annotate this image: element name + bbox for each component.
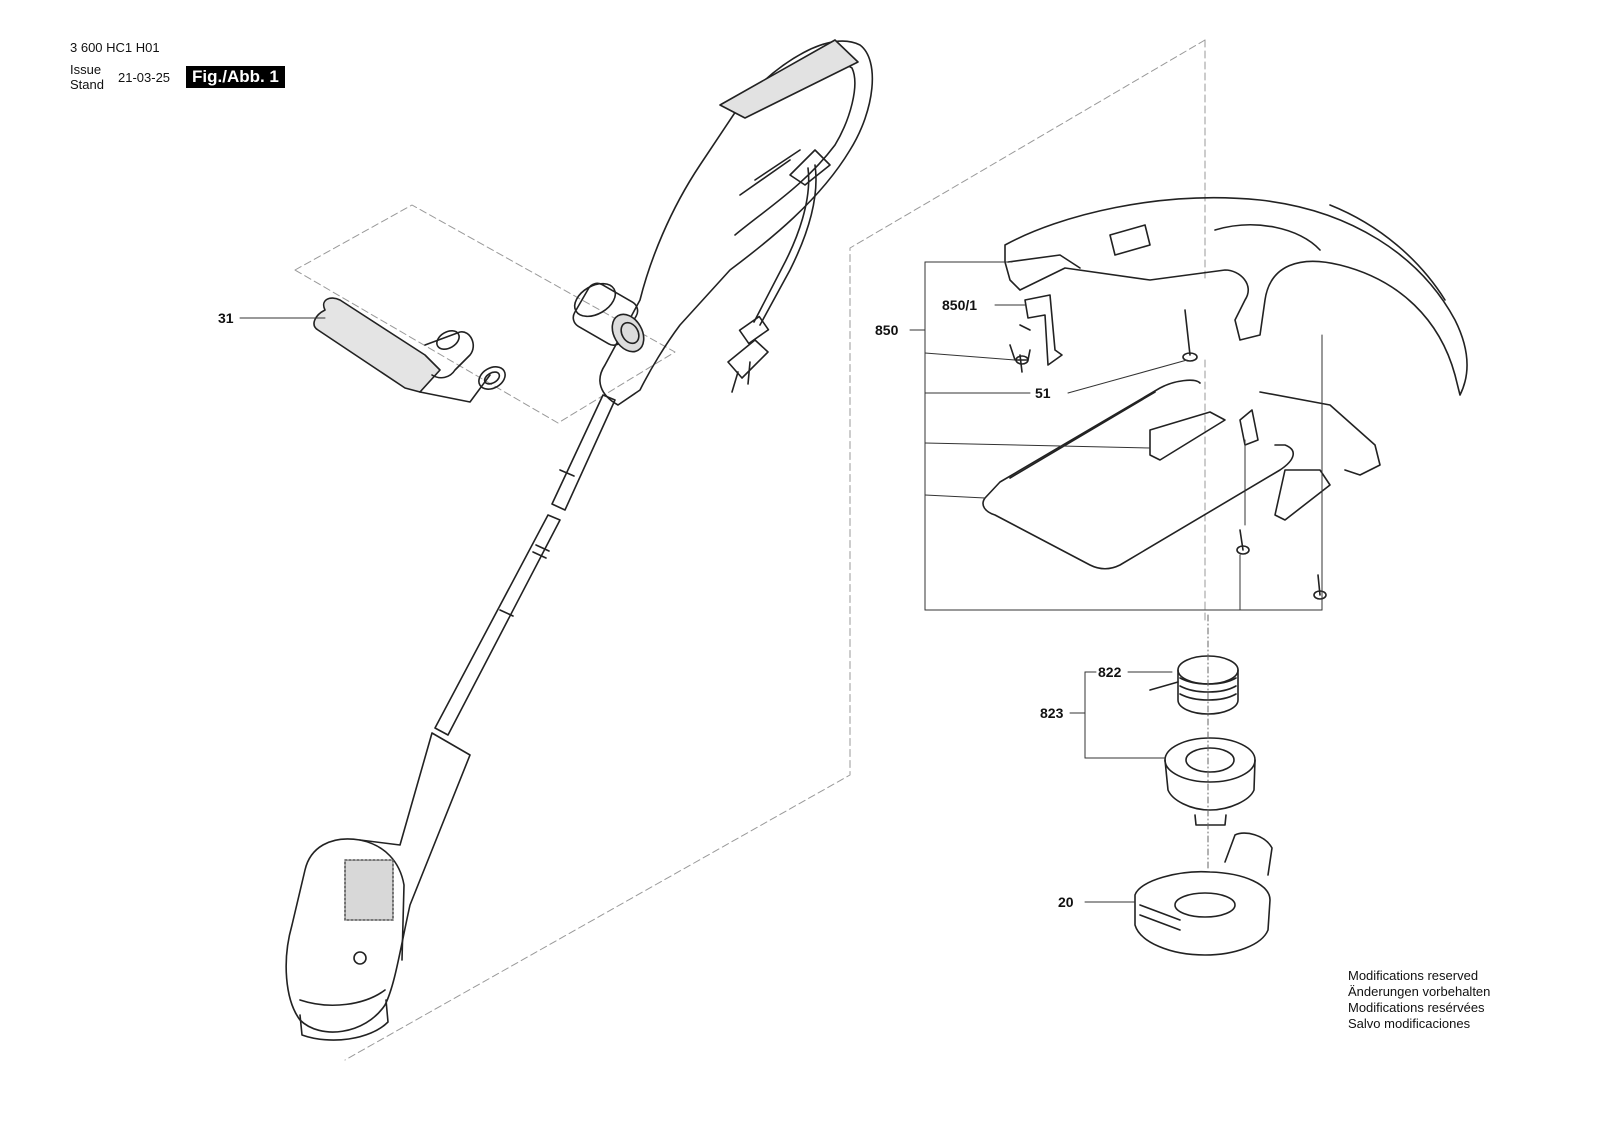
note-line: Salvo modificaciones	[1348, 1016, 1471, 1031]
leader-lines	[239, 261, 1323, 903]
callout-850-1: 850/1	[942, 297, 977, 313]
motor-head	[285, 732, 471, 1041]
part-number: 3 600 HC1 H01	[70, 40, 160, 55]
note-line: Modifications reserved	[1348, 968, 1479, 983]
blade-guard	[1004, 197, 1468, 396]
handle-joint-knob	[572, 282, 645, 353]
guard-holder-frame	[982, 379, 1381, 570]
callout-822: 822	[1098, 664, 1122, 680]
callout-823: 823	[1040, 705, 1064, 721]
screw-51	[1182, 309, 1198, 362]
callout-850: 850	[875, 322, 899, 338]
stand-label: Stand	[70, 77, 104, 92]
callout-51: 51	[1035, 385, 1051, 401]
figure-badge: Fig./Abb. 1	[186, 66, 285, 88]
note-line: Änderungen vorbehalten	[1348, 984, 1491, 999]
issue-label: Issue	[70, 62, 102, 77]
callout-20: 20	[1058, 894, 1074, 910]
modifications-note: Modifications reserved Änderungen vorbeh…	[1348, 968, 1490, 1032]
issue-date: 21-03-25	[118, 70, 171, 85]
guard-bracket	[1009, 294, 1063, 366]
assembly-frame	[294, 39, 1206, 1061]
callout-31: 31	[218, 310, 234, 326]
trimmer-shaft	[434, 394, 616, 736]
auxiliary-handle	[313, 297, 506, 403]
spool-823	[1164, 737, 1256, 826]
trimmer-handle	[599, 39, 874, 406]
power-cord	[727, 164, 817, 393]
screw-set	[1015, 354, 1327, 600]
trimmer-line-822	[1149, 655, 1239, 715]
spool-cover-20	[1134, 832, 1273, 956]
note-line: Modifications resérvées	[1348, 1000, 1485, 1015]
